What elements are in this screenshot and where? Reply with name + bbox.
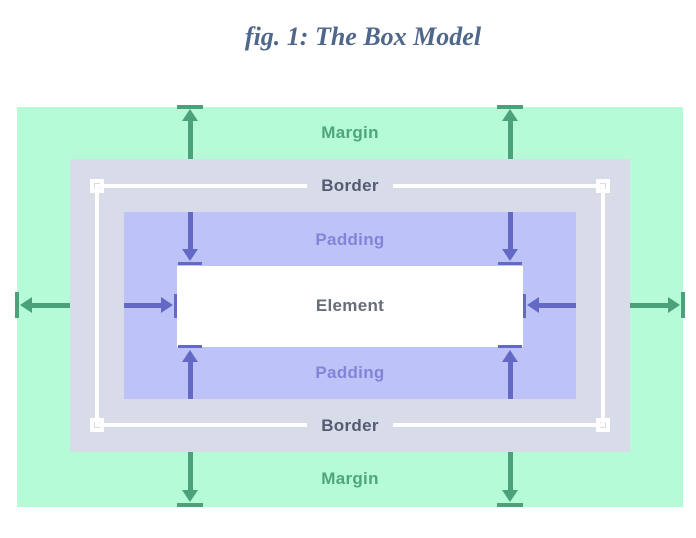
arrow-shaft — [630, 302, 669, 308]
arrow-cap — [497, 503, 523, 507]
border-label-top: Border — [70, 176, 630, 196]
figure-title: fig. 1: The Box Model — [244, 22, 482, 51]
padding-label-bottom: Padding — [315, 363, 385, 382]
margin-label-top: Margin — [321, 123, 379, 142]
arrow-shaft — [507, 212, 513, 250]
arrow-cap — [178, 345, 202, 348]
element-label: Element — [315, 296, 385, 315]
arrow-cap — [681, 292, 685, 318]
arrow-head-icon — [502, 109, 518, 121]
border-corner-handle-top-right — [596, 179, 610, 193]
arrow-shaft — [187, 361, 193, 399]
arrow-head-icon — [20, 297, 32, 313]
arrow-head-icon — [502, 350, 518, 362]
arrow-shaft — [507, 452, 513, 491]
border-label-bottom-text: Border — [307, 416, 393, 436]
arrow-cap — [523, 294, 526, 318]
border-label-bottom: Border — [70, 416, 630, 436]
arrow-head-icon — [182, 350, 198, 362]
arrow-head-icon — [182, 249, 198, 261]
border-corner-handle-bottom-right — [596, 418, 610, 432]
arrow-cap — [177, 503, 203, 507]
arrow-head-icon — [502, 490, 518, 502]
arrow-cap — [174, 294, 177, 318]
arrow-cap — [497, 105, 523, 109]
arrow-shaft — [507, 361, 513, 399]
padding-label-top: Padding — [315, 230, 385, 249]
arrow-cap — [498, 262, 522, 265]
arrow-head-icon — [502, 249, 518, 261]
arrow-shaft — [124, 302, 162, 308]
arrow-cap — [498, 345, 522, 348]
arrow-cap — [177, 105, 203, 109]
arrow-cap — [178, 262, 202, 265]
border-corner-handle-bottom-left — [90, 418, 104, 432]
arrow-shaft — [187, 212, 193, 250]
arrow-shaft — [187, 452, 193, 491]
arrow-shaft — [187, 120, 193, 159]
arrow-shaft — [538, 302, 576, 308]
arrow-head-icon — [182, 109, 198, 121]
arrow-head-icon — [161, 297, 173, 313]
border-label-top-text: Border — [307, 176, 393, 196]
arrow-head-icon — [527, 297, 539, 313]
arrow-shaft — [31, 302, 70, 308]
arrow-cap — [15, 292, 19, 318]
arrow-head-icon — [668, 297, 680, 313]
border-corner-handle-top-left — [90, 179, 104, 193]
element-area — [177, 266, 523, 347]
arrow-head-icon — [182, 490, 198, 502]
arrow-shaft — [507, 120, 513, 159]
margin-label-bottom: Margin — [321, 469, 379, 488]
